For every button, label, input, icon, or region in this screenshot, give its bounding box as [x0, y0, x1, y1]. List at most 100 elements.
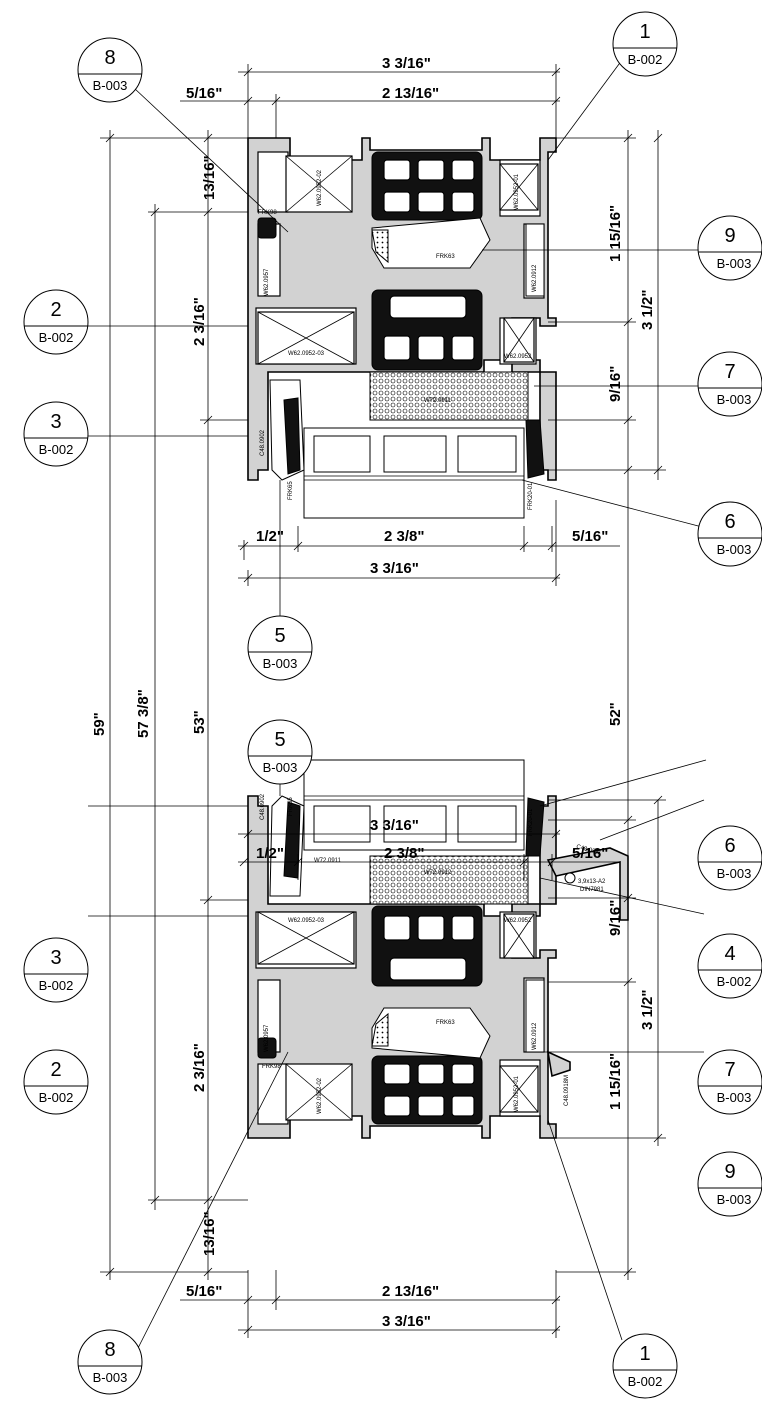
callout-9-top[interactable]: 9 B-003 [697, 215, 762, 281]
dim-top-glass: 2 3/8" [384, 528, 424, 545]
callout-number: 5 [274, 729, 285, 751]
dim-top-9-16: 9/16" [607, 366, 624, 402]
dim-bot-sash-overall: 3 3/16" [370, 817, 419, 834]
bottom-label-c48-0918m: C48.0918M [564, 1075, 570, 1106]
bottom-screw-icon [564, 872, 576, 884]
dim-bot-frame-depth: 13/16" [201, 1211, 218, 1256]
callout-sheet-ref: B-003 [93, 78, 128, 93]
callout-6-bottom[interactable]: 6 B-003 [697, 825, 762, 891]
bottom-glass-unit [303, 759, 525, 851]
callout-2-top[interactable]: 2 B-002 [23, 289, 89, 355]
bottom-foam-spacer [369, 855, 529, 905]
dim-bot-overall: 3 3/16" [382, 1313, 431, 1330]
bottom-thermal-break-sash [371, 905, 483, 987]
bottom-label-w62-0952: W62.0952 [504, 918, 532, 924]
top-xbox-left [285, 155, 353, 213]
callout-3-top[interactable]: 3 B-002 [23, 401, 89, 467]
dim-bot-glass: 2 3/8" [384, 845, 424, 862]
callout-4-bottom[interactable]: 4 B-002 [697, 933, 762, 999]
top-seal-frk98 [257, 217, 277, 239]
dim-bot-inner: 2 13/16" [382, 1283, 439, 1300]
dim-bot-sash-left: 1/2" [256, 845, 284, 862]
bottom-label-w62-0952-01: W62.0952-01 [514, 1075, 520, 1112]
top-label-frk63: FRK63 [436, 254, 455, 260]
callout-9-bottom[interactable]: 9 B-003 [697, 1151, 762, 1217]
dim-top-sash-overall: 3 3/16" [370, 560, 419, 577]
callout-number: 4 [724, 943, 735, 965]
dimension-lines [100, 64, 666, 1338]
callout-number: 2 [50, 1059, 61, 1081]
bottom-label-frk20-01: FRK20-01 [528, 808, 534, 836]
dim-top-sash-right: 5/16" [572, 528, 608, 545]
dim-bot-3-1-2: 3 1/2" [639, 990, 656, 1030]
top-label-w62-0952-01: W62.0952-01 [514, 173, 520, 210]
top-frk63-insulation [371, 217, 491, 269]
callout-5-bottom[interactable]: 5 B-003 [247, 719, 313, 785]
callout-number: 6 [724, 835, 735, 857]
top-label-w72-0911: W72.0911 [424, 398, 452, 404]
bottom-bracket-c48-0918m [546, 1050, 571, 1078]
callout-number: 8 [104, 47, 115, 69]
callout-sheet-ref: B-003 [717, 1192, 752, 1207]
callout-8-bottom[interactable]: 8 B-003 [77, 1329, 143, 1395]
callout-sheet-ref: B-002 [39, 442, 74, 457]
top-thermal-break-frame [371, 151, 483, 221]
callout-number: 5 [274, 625, 285, 647]
bottom-label-din: DIN7981 [580, 887, 604, 893]
top-gasket-frk65 [283, 397, 301, 475]
callout-1-bottom[interactable]: 1 B-002 [612, 1333, 678, 1399]
callout-sheet-ref: B-003 [263, 656, 298, 671]
callout-number: 2 [50, 299, 61, 321]
bottom-frk63-insulation [371, 1007, 491, 1059]
top-thermal-break-sash [371, 289, 483, 371]
top-xbox-right [499, 163, 539, 211]
top-xbox-sash-right [503, 317, 535, 363]
dim-total-53: 53" [191, 710, 208, 734]
callout-5-top[interactable]: 5 B-003 [247, 615, 313, 681]
top-cavity-left [257, 151, 289, 213]
bottom-section: W62.0952-02 W62.0952-01 W62.0952-03 W62.… [247, 759, 629, 1139]
top-xbox-sash-left [257, 311, 355, 365]
dim-top-sash-left: 1/2" [256, 528, 284, 545]
callout-3-bottom[interactable]: 3 B-002 [23, 937, 89, 1003]
bottom-thermal-break-frame [371, 1055, 483, 1125]
callout-number: 9 [724, 1161, 735, 1183]
callout-1-top[interactable]: 1 B-002 [612, 11, 678, 77]
top-label-w62-0957: W62.0957 [264, 268, 270, 296]
bottom-gasket-frk65 [283, 801, 301, 879]
callout-7-bottom[interactable]: 7 B-003 [697, 1049, 762, 1115]
callout-8-top[interactable]: 8 B-003 [77, 37, 143, 103]
callout-number: 9 [724, 225, 735, 247]
bottom-label-w62-0957: W62.0957 [264, 1024, 270, 1052]
callout-sheet-ref: B-003 [93, 1370, 128, 1385]
dim-total-59: 59" [91, 712, 108, 736]
top-gasket-frk20 [525, 419, 545, 479]
callout-number: 1 [639, 1343, 650, 1365]
callout-sheet-ref: B-002 [628, 52, 663, 67]
dim-top-3-1-2: 3 1/2" [639, 290, 656, 330]
callout-sheet-ref: B-002 [717, 974, 752, 989]
bottom-label-frk65: FRK65 [288, 797, 294, 816]
bottom-xbox-sash-left [257, 911, 355, 965]
top-section: W62.0952-02 W62.0952-01 W62.0952-03 W62.… [247, 137, 557, 519]
dim-top-1-15-16: 1 15/16" [607, 205, 624, 262]
callout-number: 1 [639, 21, 650, 43]
dim-bot-2-3-16: 2 3/16" [191, 1043, 208, 1092]
top-label-w62-0952-02: W62.0952-02 [317, 169, 323, 206]
callout-number: 3 [50, 947, 61, 969]
top-label-frk20-01: FRK20-01 [528, 482, 534, 510]
callout-7-top[interactable]: 7 B-003 [697, 351, 762, 417]
callout-sheet-ref: B-003 [717, 542, 752, 557]
callout-2-bottom[interactable]: 2 B-002 [23, 1049, 89, 1115]
callout-number: 8 [104, 1339, 115, 1361]
callout-6-top[interactable]: 6 B-003 [697, 501, 762, 567]
bottom-gasket-frk20 [525, 797, 545, 857]
bottom-label-frk98: FRK98 [262, 1064, 281, 1070]
bottom-label-screw: 3,9x13-A2 [578, 879, 606, 885]
bottom-label-w62-0952-03: W62.0952-03 [288, 918, 325, 924]
callout-sheet-ref: B-002 [39, 1090, 74, 1105]
dim-total-52: 52" [607, 702, 624, 726]
dim-bot-left: 5/16" [186, 1283, 222, 1300]
bottom-label-w72-0911: W72.0911 [314, 858, 342, 864]
callout-sheet-ref: B-003 [717, 392, 752, 407]
